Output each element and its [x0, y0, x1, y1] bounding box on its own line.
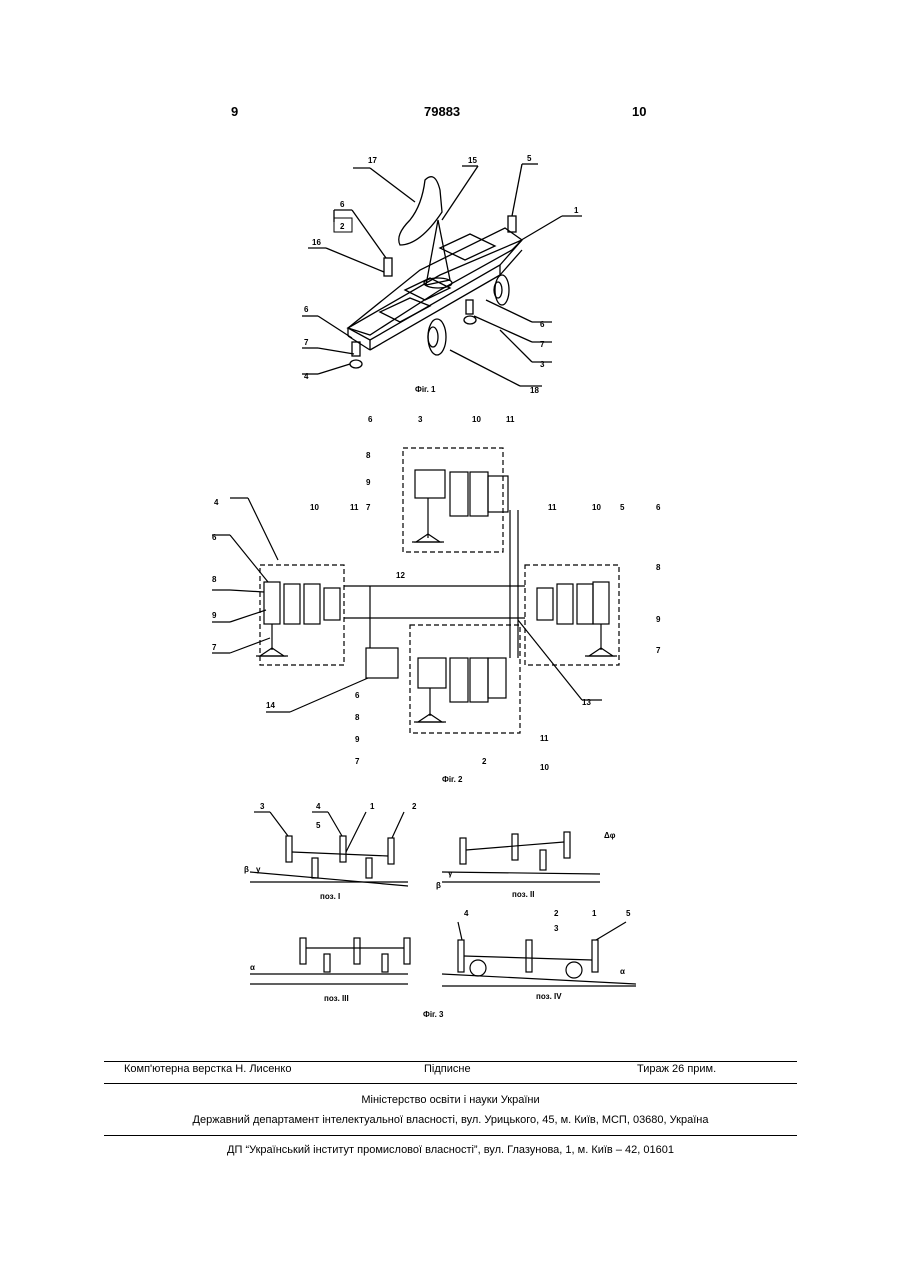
fig2-label: 9 [355, 735, 360, 744]
fig2-label: 5 [620, 503, 625, 512]
fig1-label: 3 [540, 360, 545, 369]
fig2-label: 6 [212, 533, 217, 542]
page-number-left: 9 [231, 104, 238, 119]
fig3-label: 5 [316, 821, 321, 830]
fig1-label: 18 [530, 386, 539, 395]
fig3-label: 2 [412, 802, 417, 811]
fig2-label: 7 [212, 643, 217, 652]
fig1-label: 6 [340, 200, 345, 209]
figure-3-caption: Фіг. 3 [423, 1010, 443, 1019]
ministry: Міністерство освіти і науки України [0, 1094, 901, 1106]
fig2-label: 8 [656, 563, 661, 572]
fig2-label: 9 [366, 478, 371, 487]
fig1-label: 1 [574, 206, 579, 215]
fig1-label: 7 [304, 338, 309, 347]
fig3-label: 1 [592, 909, 597, 918]
fig2-label: 10 [540, 763, 549, 772]
fig2-label: 6 [368, 415, 373, 424]
fig2-label: 7 [656, 646, 661, 655]
fig2-label: 11 [350, 503, 359, 512]
fig2-label: 10 [592, 503, 601, 512]
footer-rule [104, 1061, 797, 1062]
fig2-label: 7 [355, 757, 360, 766]
fig3-label: β [436, 881, 441, 890]
figure-2-diagram: 6 3 10 11 8 9 7 4 10 11 6 8 9 7 12 11 10… [200, 410, 680, 780]
fig2-label: 7 [366, 503, 371, 512]
fig2-label: 12 [396, 571, 405, 580]
fig2-label: 10 [472, 415, 481, 424]
fig3-label: α [250, 963, 255, 972]
figure-1-drawing: 17 15 5 1 6 2 16 6 7 4 6 7 3 18 [290, 150, 590, 400]
fig1-label: 7 [540, 340, 545, 349]
fig2-label: 6 [656, 503, 661, 512]
figure-3-drawing: 3 4 1 2 5 β γ Δφ β γ α 4 2 3 1 5 α поз. … [236, 798, 656, 1013]
fig1-label: 16 [312, 238, 321, 247]
fig2-label: 2 [482, 757, 487, 766]
fig3-label: γ [448, 869, 453, 878]
fig2-label: 4 [214, 498, 219, 507]
fig2-label: 14 [266, 701, 275, 710]
fig3-label: 5 [626, 909, 631, 918]
fig2-label: 8 [212, 575, 217, 584]
fig1-label: 15 [468, 156, 477, 165]
fig3-label: 4 [316, 802, 321, 811]
fig1-label: 5 [527, 154, 532, 163]
figure-2-caption: Фіг. 2 [442, 775, 462, 784]
fig2-label: 8 [355, 713, 360, 722]
fig1-label: 6 [540, 320, 545, 329]
fig2-label: 8 [366, 451, 371, 460]
institute: ДП “Український інститут промислової вла… [0, 1144, 901, 1156]
fig3-label: 4 [464, 909, 469, 918]
fig1-label: 17 [368, 156, 377, 165]
pos4-caption: поз. IV [536, 992, 562, 1001]
circulation: Тираж 26 прим. [637, 1063, 716, 1075]
fig3-label: 2 [554, 909, 559, 918]
fig3-label: β [244, 865, 249, 874]
pos2-caption: поз. ІІ [512, 890, 534, 899]
fig2-label: 9 [656, 615, 661, 624]
patent-number: 79883 [424, 104, 460, 119]
footer-rule [104, 1083, 797, 1084]
fig1-label: 4 [304, 372, 309, 381]
fig2-label: 11 [548, 503, 557, 512]
fig3-label: 3 [554, 924, 559, 933]
fig2-label: 11 [506, 415, 515, 424]
fig2-label: 11 [540, 734, 549, 743]
fig3-label: α [620, 967, 625, 976]
layout-credit: Комп'ютерна верстка Н. Лисенко [124, 1063, 291, 1075]
pos1-caption: поз. І [320, 892, 340, 901]
department: Державний департамент інтелектуальної вл… [0, 1114, 901, 1126]
page-number-right: 10 [632, 104, 646, 119]
fig2-label: 10 [310, 503, 319, 512]
fig3-label: Δφ [604, 831, 616, 840]
fig2-label: 13 [582, 698, 591, 707]
fig3-label: 3 [260, 802, 265, 811]
fig2-label: 6 [355, 691, 360, 700]
fig2-label: 3 [418, 415, 423, 424]
pos3-caption: поз. ІІІ [324, 994, 349, 1003]
footer-rule [104, 1135, 797, 1136]
fig1-label: 6 [304, 305, 309, 314]
fig1-label: 2 [340, 222, 345, 231]
figure-1-caption: Фіг. 1 [415, 385, 435, 394]
fig2-label: 9 [212, 611, 217, 620]
signed-note: Підписне [424, 1063, 471, 1075]
fig3-label: 1 [370, 802, 375, 811]
fig3-label: γ [256, 865, 261, 874]
